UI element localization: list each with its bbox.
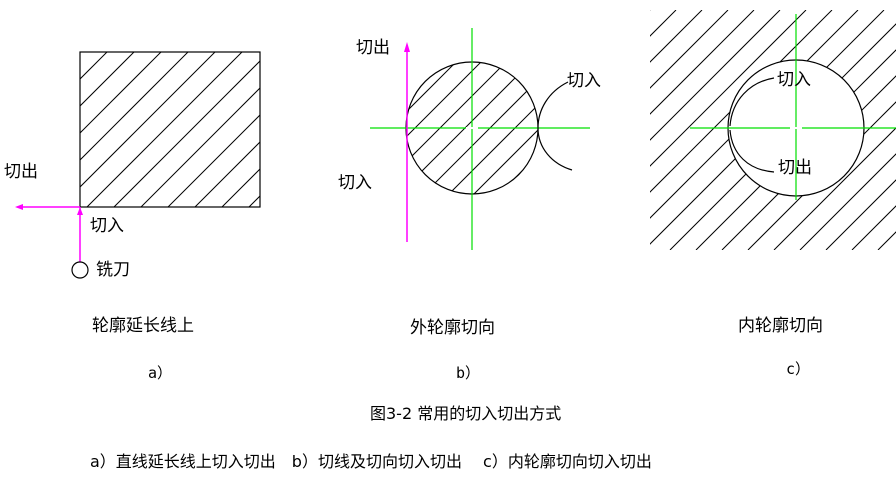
hatch-a-line	[80, 52, 135, 107]
hatch-c	[650, 10, 896, 250]
hatch-c-line	[747, 10, 896, 250]
hatch-c-line	[650, 10, 729, 250]
sub-label-a: a）	[148, 364, 173, 382]
arc-cut-out-inner	[729, 129, 775, 173]
hatch-a-line	[248, 195, 260, 207]
hatch-c-line	[650, 10, 885, 250]
hatch-a	[80, 52, 260, 207]
diagram-a	[15, 51, 261, 279]
hatch-c-line	[650, 10, 703, 250]
hatch-c-line	[650, 10, 755, 250]
diagram-b	[370, 28, 590, 250]
arc-cut-in-inner	[729, 77, 775, 127]
cut-in-arrow	[77, 207, 83, 215]
hatch-c-line	[799, 10, 896, 250]
hatch-a-line	[221, 168, 260, 207]
hatch-c-line	[825, 10, 896, 250]
arc-cut-in-path	[537, 81, 573, 171]
hatch-c-line	[851, 10, 896, 250]
hatch-c-line	[650, 10, 781, 250]
caption-b: 外轮廓切向	[410, 318, 495, 338]
diagram-c	[650, 10, 896, 250]
hatch-a-line	[80, 52, 81, 53]
label-cut-in-right-b: 切入	[567, 71, 601, 91]
hatch-c-line	[650, 10, 807, 250]
label-cut-out-b: 切出	[356, 38, 390, 58]
hatch-a-line	[80, 52, 189, 161]
hatch-a-line	[194, 141, 260, 207]
hatch-b-line	[473, 62, 538, 194]
label-cut-in-a: 切入	[90, 216, 124, 236]
sub-label-c: c）	[786, 360, 811, 378]
caption-c: 内轮廓切向	[738, 316, 823, 336]
milling-cutter-icon	[71, 261, 89, 279]
hatch-c-line	[650, 10, 859, 250]
hatch-a-line	[80, 52, 162, 134]
cut-out-arrow	[15, 204, 23, 210]
hatch-b-line	[406, 62, 457, 194]
square-profile	[79, 51, 261, 208]
sub-label-b: b）	[456, 364, 481, 382]
hatch-a-line	[113, 60, 260, 207]
figure-legend: a）直线延长线上切入切出 b）切线及切向切入切出 c）内轮廓切向切入切出	[90, 452, 652, 471]
label-cut-in-c: 切入	[777, 70, 811, 90]
hatch-c-line	[650, 10, 651, 250]
hatch-a-line	[167, 114, 260, 207]
caption-a: 轮廓延长线上	[92, 316, 194, 336]
label-cut-in-left-b: 切入	[338, 173, 372, 193]
tangent-cut-arrow	[404, 42, 410, 52]
label-cut-out-c: 切出	[778, 158, 812, 178]
hatch-c-line	[721, 10, 896, 250]
hatch-c-line	[773, 10, 896, 250]
hatch-a-line	[80, 52, 216, 188]
hatch-a-line	[140, 87, 260, 207]
label-milling-cutter: 铣刀	[96, 260, 130, 280]
hatch-a-line	[80, 52, 108, 80]
label-cut-out-a: 切出	[4, 162, 38, 182]
hatch-c-line	[650, 10, 833, 250]
hatch-a-line	[86, 52, 243, 207]
figure-title: 图3-2 常用的切入切出方式	[370, 404, 562, 423]
